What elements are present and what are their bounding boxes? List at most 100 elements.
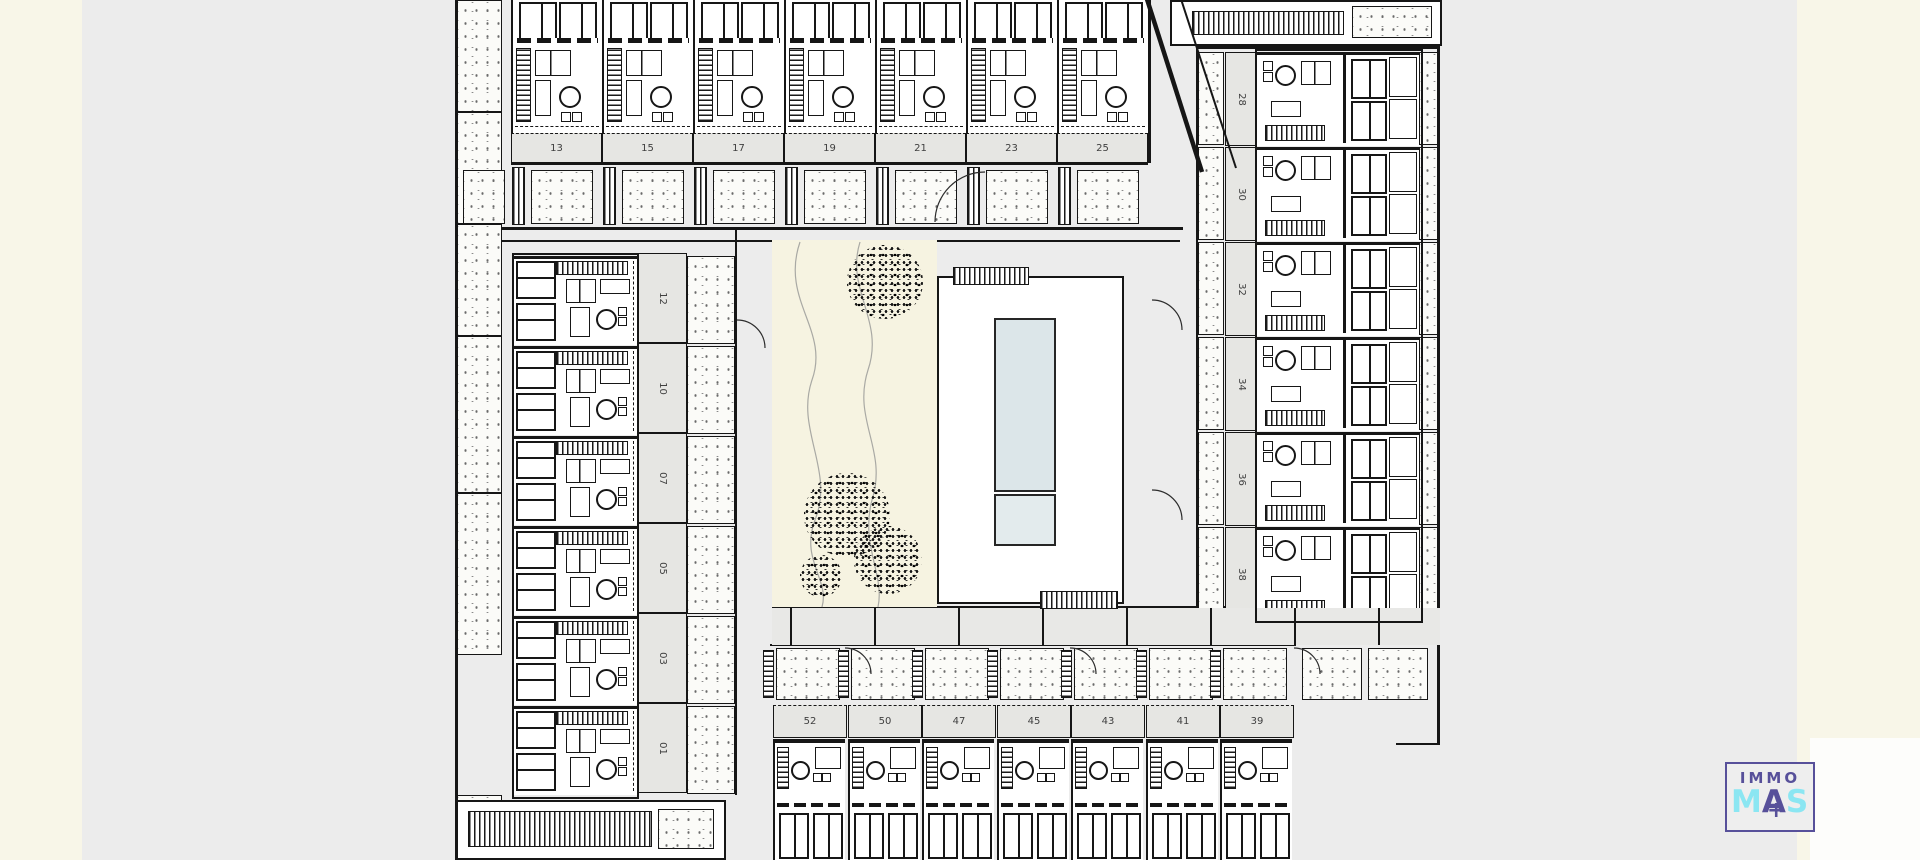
dining-table xyxy=(650,86,672,108)
furniture xyxy=(1263,441,1273,451)
driveway-cell xyxy=(687,616,735,704)
window-wall xyxy=(1075,803,1139,807)
bedroom xyxy=(1389,479,1417,519)
bathroom xyxy=(1188,747,1214,769)
stairs xyxy=(556,351,628,365)
counter xyxy=(570,757,590,787)
dining-table xyxy=(1238,761,1257,780)
bedroom xyxy=(650,2,688,40)
stairs xyxy=(1224,747,1236,789)
stairs xyxy=(1265,505,1325,521)
logo-plus-icon: + xyxy=(1767,798,1786,823)
stairs xyxy=(785,167,798,225)
bathroom xyxy=(1262,747,1288,769)
housing-unit xyxy=(1257,52,1420,146)
stairs xyxy=(1265,125,1325,141)
bedroom xyxy=(923,2,961,40)
dining-table xyxy=(596,489,617,510)
unit-number-label: 39 xyxy=(1250,716,1264,727)
bathroom xyxy=(566,459,596,483)
dining-table xyxy=(1275,255,1296,276)
bedroom xyxy=(1389,99,1417,139)
bathroom xyxy=(1039,747,1065,769)
unit-number-label: 50 xyxy=(878,716,892,727)
parking-divider xyxy=(958,608,960,645)
bedroom xyxy=(559,2,597,40)
planting-cell xyxy=(1198,527,1224,620)
parking-band xyxy=(772,608,1440,645)
bathroom xyxy=(566,639,596,663)
driveway-cell xyxy=(687,436,735,524)
unit-number-label: 30 xyxy=(1235,187,1247,201)
road-line xyxy=(511,163,1148,165)
stairs xyxy=(852,747,864,789)
terrace-dashed-line xyxy=(1061,126,1145,127)
planting-cell xyxy=(457,336,502,493)
furniture xyxy=(561,112,571,122)
window-wall xyxy=(881,38,962,43)
unit-number-cell: 39 xyxy=(1220,705,1294,738)
bedroom xyxy=(813,813,843,859)
bedroom xyxy=(1351,481,1387,521)
stairs xyxy=(967,167,980,225)
furniture xyxy=(845,112,855,122)
furniture xyxy=(1027,112,1037,122)
furniture xyxy=(618,407,627,416)
bedroom xyxy=(1260,813,1290,859)
housing-unit xyxy=(1146,739,1218,860)
unit-number-cell: 28 xyxy=(1225,52,1257,146)
stairs xyxy=(1265,410,1325,426)
kitchen-counter xyxy=(600,729,630,744)
furniture xyxy=(618,587,627,596)
driveway-cell xyxy=(531,170,593,224)
bedroom xyxy=(610,2,648,40)
unit-number-cell: 07 xyxy=(637,433,687,523)
planting-cell xyxy=(1198,337,1224,430)
tree xyxy=(847,245,923,319)
terrace-dashed-line xyxy=(633,531,634,611)
bedroom xyxy=(832,2,870,40)
stairs xyxy=(556,711,628,725)
dining-table xyxy=(1105,86,1127,108)
furniture xyxy=(925,112,935,122)
stairs xyxy=(698,48,713,122)
logo-line1: IMMO xyxy=(1739,769,1801,787)
furniture xyxy=(618,307,627,316)
bedroom xyxy=(1111,813,1141,859)
planting-cell xyxy=(1419,242,1438,335)
bedroom xyxy=(1351,386,1387,426)
housing-unit xyxy=(1071,739,1143,860)
road-line xyxy=(1196,46,1440,49)
bedroom xyxy=(516,531,556,569)
bedroom xyxy=(1389,437,1417,477)
window-wall xyxy=(777,803,841,807)
furniture xyxy=(1263,357,1273,367)
furniture xyxy=(1046,773,1055,782)
kitchen-counter xyxy=(899,80,915,116)
unit-number-cell: 25 xyxy=(1057,133,1148,163)
terrace-dashed-line xyxy=(633,621,634,701)
stairs xyxy=(1075,747,1087,789)
stairs xyxy=(912,650,923,698)
furniture xyxy=(618,577,627,586)
housing-unit xyxy=(602,0,693,133)
terrace-dashed-line xyxy=(970,126,1054,127)
furniture xyxy=(1263,346,1273,356)
bedroom xyxy=(1389,532,1417,572)
counter xyxy=(570,307,590,337)
planting-cell xyxy=(1198,147,1224,240)
parking-divider xyxy=(1294,608,1296,645)
furniture xyxy=(618,487,627,496)
planting-cell xyxy=(1198,432,1224,525)
unit-number-cell: 23 xyxy=(966,133,1057,163)
bedroom xyxy=(516,393,556,431)
terrace-dashed-line xyxy=(788,126,872,127)
driveway-cell xyxy=(713,170,775,224)
bathroom xyxy=(566,549,596,573)
dining-table xyxy=(791,761,810,780)
bathroom xyxy=(964,747,990,769)
counter xyxy=(570,487,590,517)
kitchen-counter xyxy=(1081,80,1097,116)
bedroom xyxy=(1351,196,1387,236)
